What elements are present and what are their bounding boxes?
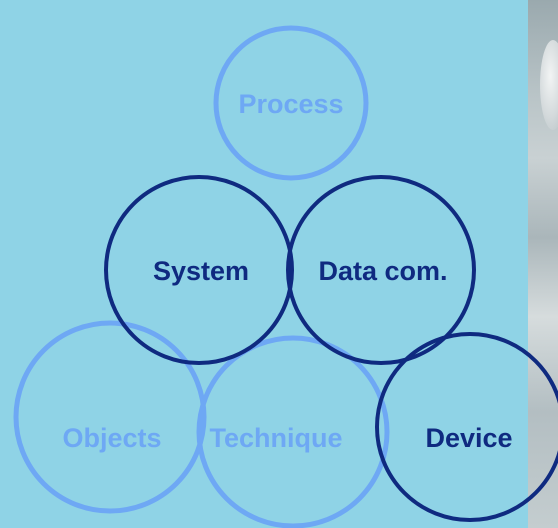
node-device-label: Device xyxy=(425,423,512,453)
node-device: Device xyxy=(375,332,558,522)
node-system: System xyxy=(104,175,294,365)
node-objects-label: Objects xyxy=(62,423,161,453)
node-objects: Objects xyxy=(13,320,207,514)
node-technique: Technique xyxy=(196,335,390,528)
node-technique-label: Technique xyxy=(209,423,342,453)
node-data-com-label: Data com. xyxy=(318,256,447,286)
node-process-label: Process xyxy=(238,89,343,119)
background-photo-strip xyxy=(528,0,558,528)
node-process: Process xyxy=(213,25,369,181)
node-data-com: Data com. xyxy=(286,175,476,365)
node-system-label: System xyxy=(153,256,249,286)
photo-highlight xyxy=(540,40,558,130)
